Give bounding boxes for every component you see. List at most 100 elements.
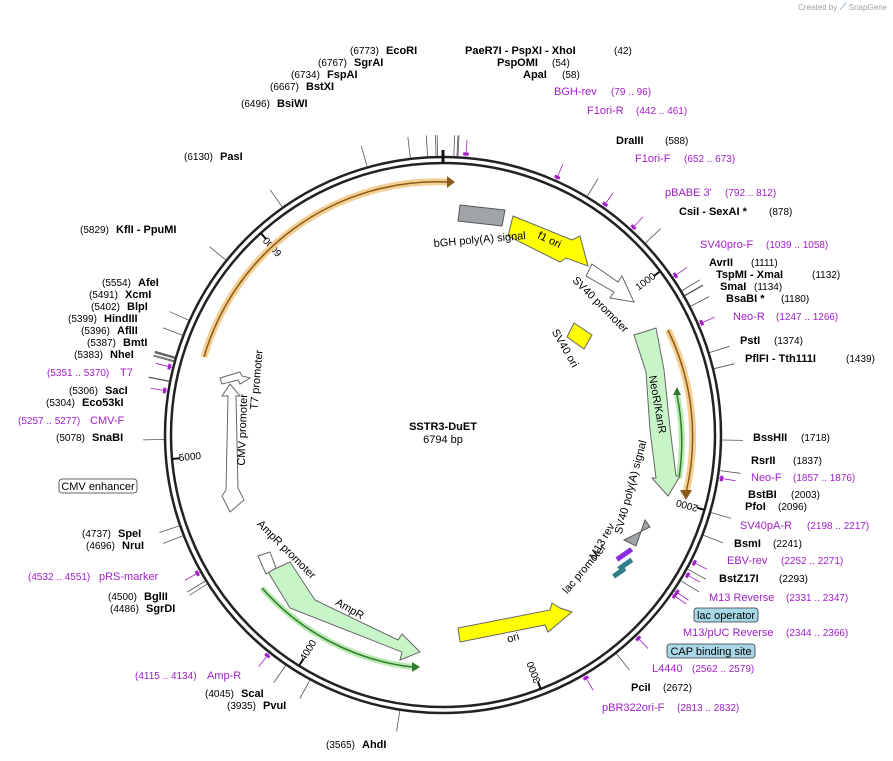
site-name: EcoRI xyxy=(386,45,417,57)
site-leader-line xyxy=(163,535,183,544)
site-name: HindIII xyxy=(104,313,138,325)
primer-name: Amp-R xyxy=(207,670,241,682)
site-num: (5829) xyxy=(80,225,109,236)
site-num: (878) xyxy=(769,207,792,218)
primer-range: (2813 .. 2832) xyxy=(677,703,739,714)
primer-range: (1247 .. 1266) xyxy=(776,312,838,323)
primer-name: pBABE 3' xyxy=(665,187,712,199)
site-name: NheI xyxy=(110,349,134,361)
label-cmv-promoter: CMV promoter xyxy=(236,394,251,466)
site-leaders xyxy=(143,135,743,732)
primer-name: EBV-rev xyxy=(727,555,768,567)
site-num: (1718) xyxy=(801,433,830,444)
credit-brand: SnapGene xyxy=(848,3,887,12)
primer-mark xyxy=(554,174,561,180)
primer-range: (2344 .. 2366) xyxy=(786,628,848,639)
site-leader-line xyxy=(681,279,701,292)
orf-arrow-head-2 xyxy=(680,490,692,500)
primer-mark xyxy=(264,652,271,659)
site-leader-line xyxy=(153,354,175,362)
site-num: (5396) xyxy=(81,326,110,337)
site-num: (1134) xyxy=(754,282,782,293)
site-leader-line xyxy=(587,178,599,197)
site-leader-line xyxy=(269,189,283,208)
site-leader-line xyxy=(153,355,174,363)
site-name: PstI xyxy=(740,335,760,347)
primer-name: M13 Reverse xyxy=(709,592,774,604)
site-num: (1132) xyxy=(812,270,840,281)
primer-mark xyxy=(630,224,637,231)
tick-label: 2000 xyxy=(675,496,700,513)
site-num: (1439) xyxy=(846,354,875,365)
primer-name: BGH-rev xyxy=(554,86,597,98)
primer-range: (4532 .. 4551) xyxy=(28,572,90,583)
site-num: (1374) xyxy=(774,336,803,347)
label-lac-promoter: lac promoter xyxy=(560,542,609,597)
primer-name: SV40pA-R xyxy=(740,520,792,532)
primer-range: (1857 .. 1876) xyxy=(793,473,855,484)
site-num: (5304) xyxy=(46,398,75,409)
right-site-labels: PaeR7I - PspXI - XhoI(42) PspOMI(54) Apa… xyxy=(465,45,875,694)
site-leader-line xyxy=(457,135,460,157)
site-leader-line xyxy=(690,296,710,307)
primer-name: Neo-F xyxy=(751,472,782,484)
orf-arc-top-left xyxy=(200,178,448,358)
site-leader-line xyxy=(713,363,735,370)
site-num: (6667) xyxy=(270,82,299,93)
site-name: PvuI xyxy=(263,700,286,712)
site-num: (6734) xyxy=(291,70,320,81)
boxed-label-cmv-enhancer: CMV enhancer xyxy=(58,478,138,494)
primer-name: M13/pUC Reverse xyxy=(683,627,773,639)
site-leader-line xyxy=(169,311,189,321)
site-num: (5402) xyxy=(91,302,120,313)
credit-text: Created by xyxy=(798,3,838,12)
site-name: AhdI xyxy=(362,739,386,751)
primer-range: (792 .. 812) xyxy=(725,188,776,199)
site-num: (2241) xyxy=(773,539,802,550)
site-leader-line xyxy=(299,679,311,699)
site-leader-line xyxy=(154,350,176,358)
site-name: BglII xyxy=(144,591,168,603)
site-leader-line xyxy=(189,583,208,596)
tick-mark xyxy=(696,506,705,511)
site-num: (588) xyxy=(665,136,688,147)
site-num: (5306) xyxy=(69,386,98,397)
site-name: PaeR7I - PspXI - XhoI xyxy=(465,45,576,57)
site-num: (4045) xyxy=(205,689,234,700)
tick-mark xyxy=(536,681,542,690)
site-num: (2293) xyxy=(779,574,808,585)
tick-mark xyxy=(653,270,661,277)
site-name: PasI xyxy=(220,151,243,163)
feature-neor-kanr xyxy=(633,327,681,497)
site-leader-line xyxy=(645,228,661,244)
site-num: (4486) xyxy=(110,604,139,615)
primer-mark xyxy=(671,592,678,600)
site-num: (5383) xyxy=(74,350,103,361)
site-name: ApaI xyxy=(523,69,547,81)
feature-f1-ori xyxy=(507,215,589,267)
site-num: (58) xyxy=(562,70,580,81)
site-name: RsrII xyxy=(751,455,775,467)
site-num: (2003) xyxy=(791,490,820,501)
site-num: (3565) xyxy=(326,740,355,751)
site-name: SgrAI xyxy=(354,57,383,69)
label-ori: ori xyxy=(506,631,521,646)
site-name: SnaBI xyxy=(92,432,123,444)
orf-arc-right-line xyxy=(667,329,694,494)
primer-mark xyxy=(635,635,642,642)
site-leader-line xyxy=(687,568,707,580)
site-name: PciI xyxy=(631,682,651,694)
green-orf-right-line xyxy=(676,394,683,479)
primer-labels: BGH-rev(79 .. 96) F1ori-R(442 .. 461) F1… xyxy=(18,86,869,714)
site-name: SmaI xyxy=(720,281,746,293)
feature-bgh-polya xyxy=(457,204,506,227)
site-name: SgrDI xyxy=(146,603,175,615)
site-name: NruI xyxy=(122,540,144,552)
site-leader-line xyxy=(148,377,170,382)
site-name: AvrII xyxy=(709,257,733,269)
site-leader-line xyxy=(453,135,456,157)
primer-name: T7 xyxy=(120,367,133,379)
site-num: (54) xyxy=(552,58,570,69)
primer-range: (79 .. 96) xyxy=(611,87,651,98)
